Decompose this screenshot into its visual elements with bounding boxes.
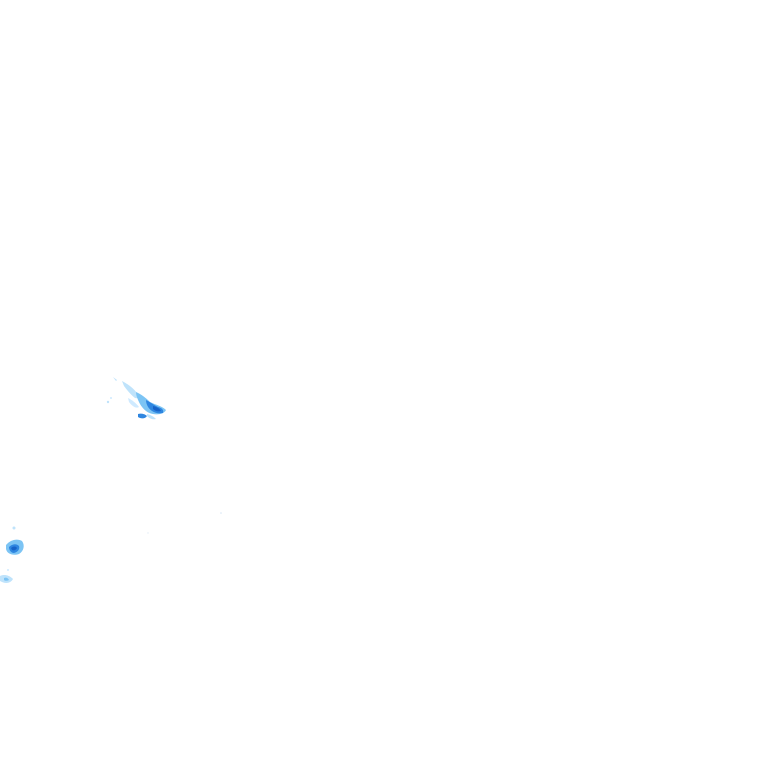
echo-light xyxy=(106,400,110,404)
echo-light xyxy=(122,381,139,399)
echo-light xyxy=(12,526,16,530)
echo-very-heavy xyxy=(153,406,161,412)
echo-light xyxy=(7,569,9,571)
echo-light xyxy=(113,377,117,381)
rain-echo-cell-c xyxy=(0,569,13,583)
echo-heavy xyxy=(138,413,147,419)
echo-moderate xyxy=(4,577,9,581)
echo-very-heavy xyxy=(11,546,17,551)
echo-light xyxy=(147,414,156,420)
scattered-specks xyxy=(147,512,222,534)
rain-echo-cell-a xyxy=(106,377,166,420)
echo-light xyxy=(128,398,139,408)
rain-echo-cell-b xyxy=(6,526,24,555)
echo-light xyxy=(110,397,112,399)
echo-speck xyxy=(220,512,222,514)
echo-speck xyxy=(147,532,149,534)
